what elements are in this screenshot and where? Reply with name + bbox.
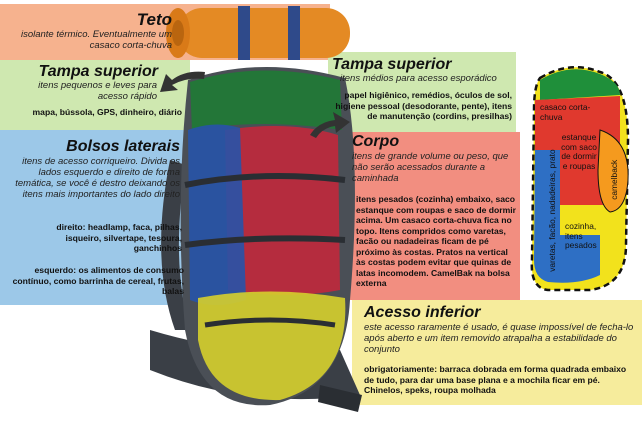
backpack-bottom-zone [198,291,346,401]
tampa-right-desc: itens médios para acesso esporádico [340,73,497,84]
arrow-right-icon [310,112,350,138]
teto-title: Teto [136,10,172,29]
diagram-label-saco: estanque com saco de dormir e roupas [561,132,597,171]
acesso-desc: este acesso raramente é usado, é quase i… [364,322,634,355]
backpack-strap-left [161,160,190,330]
corpo-desc: itens de grande volume ou peso, que não … [352,151,509,184]
tampa-left-panel [0,60,190,130]
tampa-right-items: papel higiênico, remédios, óculos de sol… [335,90,512,121]
backpack-lid [190,70,342,130]
bolsos-esquerdo: esquerdo: os alimentos de consumo contín… [12,265,184,296]
tampa-left-desc: itens pequenos e leves para acesso rápid… [38,80,157,102]
diagram-blue-section [534,150,600,283]
tampa-right-panel [328,52,516,132]
diagram-green-top [540,69,620,100]
acesso-title: Acesso inferior [364,304,481,321]
corpo-panel [340,132,520,300]
diagram-label-varetas: varetas, facão, nadadeiras, prato [547,149,558,272]
diagram-label-casaco: casaco corta-chuva [540,102,591,122]
arrow-left-icon [160,71,205,92]
bolsos-title: Bolsos laterais [66,138,180,155]
tampa-left-items: mapa, bússola, GPS, dinheiro, diário [32,107,182,117]
tampa-right-title: Tampa superior [332,56,452,73]
backpack-buckle [318,385,362,412]
corpo-title: Corpo [352,133,400,150]
diagram-label-cozinha: cozinha, itens pesados [565,221,597,251]
teto-desc: isolante térmico. Eventualmente um casac… [20,29,172,51]
bolsos-desc: itens de acesso corriqueiro. Divida os l… [15,156,180,200]
backpack-side-pocket [188,124,246,305]
acesso-items: obrigatoriamente: barraca dobrada em for… [364,364,627,395]
corpo-items: itens pesados (cozinha) embaixo, saco es… [356,194,516,288]
acesso-panel [352,300,642,405]
sleeping-pad [178,8,350,58]
bolsos-direito: direito: headlamp, faca, pilhas, isqueir… [56,222,182,253]
diagram-label-camelback: camelback [609,159,620,200]
backpack-body-zone [225,126,340,295]
diagram-orange-camelback [597,129,629,213]
tampa-left-title: Tampa superior [38,63,158,80]
